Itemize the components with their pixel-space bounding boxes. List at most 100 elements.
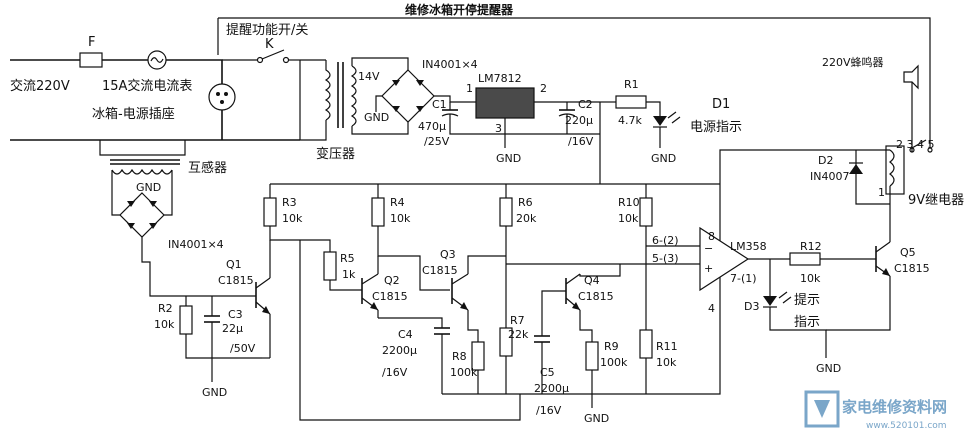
- ct-label: 互感器: [188, 160, 227, 176]
- r2-resistor: [179, 305, 193, 335]
- gnd-bridge1: GND: [364, 111, 389, 124]
- r11-val: 10k: [656, 356, 677, 369]
- lm358-opamp: − +: [699, 226, 750, 292]
- r10-resistor: [639, 197, 653, 227]
- r7-name: R7: [510, 314, 525, 327]
- r7-val: 22k: [508, 328, 529, 341]
- c3-val1: 22µ: [222, 322, 243, 335]
- r6-val: 20k: [516, 212, 537, 225]
- d3-desc1: 提示: [794, 292, 820, 308]
- socket-symbol: [208, 83, 236, 111]
- r3-val: 10k: [282, 212, 303, 225]
- switch-k-contact2: [282, 56, 290, 64]
- power-transformer: [324, 60, 357, 128]
- r11-name: R11: [656, 340, 678, 353]
- r4-name: R4: [390, 196, 405, 209]
- gnd-reg: GND: [496, 152, 521, 165]
- c4-val2: /16V: [382, 366, 408, 379]
- switch-k-label: K: [265, 37, 274, 52]
- svg-text:−: −: [704, 242, 713, 255]
- reg-label: LM7812: [478, 72, 522, 85]
- fuse-label: F: [88, 35, 95, 50]
- diagram-title: 维修冰箱开停提醒器: [405, 2, 514, 17]
- d3-desc2: 指示: [794, 315, 820, 330]
- d2-diode: [849, 164, 863, 174]
- r11-resistor: [639, 329, 653, 359]
- q2-val: C1815: [372, 290, 408, 303]
- gnd-d1: GND: [651, 152, 676, 165]
- bridge2-label: IN4001×4: [168, 238, 224, 251]
- q1-val: C1815: [218, 274, 254, 287]
- q3-val: C1815: [422, 264, 458, 277]
- d2-name: D2: [818, 154, 833, 167]
- relay-9v: [880, 139, 933, 204]
- transformer-label: 变压器: [316, 146, 355, 162]
- r6-name: R6: [518, 196, 533, 209]
- r1-val: 4.7k: [618, 114, 642, 127]
- buzzer-220v: [903, 64, 919, 90]
- opamp-pin5: 5-(3): [652, 252, 679, 265]
- watermark-logo-icon: [804, 390, 840, 428]
- bridge1-label: IN4001×4: [422, 58, 478, 71]
- reg-pin3: 3: [495, 122, 502, 135]
- r10-name: R10: [618, 196, 640, 209]
- r6-resistor: [499, 197, 513, 227]
- c5-val1: 2200µ: [534, 382, 569, 395]
- svg-text:+: +: [704, 262, 713, 275]
- r3-name: R3: [282, 196, 297, 209]
- q4-name: Q4: [584, 274, 600, 287]
- q2-name: Q2: [384, 274, 400, 287]
- q1-transistor: [250, 277, 271, 315]
- d3-name: D3: [744, 300, 759, 313]
- q5-name: Q5: [900, 246, 916, 259]
- top-wire: [218, 17, 931, 150]
- r4-val: 10k: [390, 212, 411, 225]
- r1-name: R1: [624, 78, 639, 91]
- q5-transistor: [874, 241, 891, 277]
- c1-val1: 470µ: [418, 120, 446, 133]
- ammeter-label: 15A交流电流表: [102, 78, 192, 94]
- r5-resistor: [323, 251, 337, 281]
- bridge-rectifier-2: [119, 192, 165, 238]
- r9-name: R9: [604, 340, 619, 353]
- opamp-pin6: 6-(2): [652, 234, 679, 247]
- r9-resistor: [585, 341, 599, 371]
- reg-pin2: 2: [540, 82, 547, 95]
- r4-resistor: [371, 197, 385, 227]
- c2-val1: 220µ: [565, 114, 593, 127]
- c4-name: C4: [398, 328, 413, 341]
- lm7812-regulator: [475, 87, 535, 119]
- q2-transistor: [361, 273, 379, 311]
- bridge-rectifier-1: [381, 69, 435, 123]
- c2-val2: /16V: [568, 135, 594, 148]
- r1-resistor: [615, 95, 647, 109]
- fuse-f: [79, 52, 103, 68]
- switch-k-contact1: [256, 56, 264, 64]
- d1-name: D1: [712, 97, 730, 112]
- c4-val1: 2200µ: [382, 344, 417, 357]
- c3-name: C3: [228, 308, 243, 321]
- r2-val: 10k: [154, 318, 175, 331]
- buzzer-label: 220V蜂鸣器: [822, 55, 884, 69]
- r3-resistor: [263, 197, 277, 227]
- gnd-c3: GND: [202, 386, 227, 399]
- opamp-pin7: 7-(1): [730, 272, 757, 285]
- current-transformer: [110, 159, 180, 175]
- q1-name: Q1: [226, 258, 242, 271]
- r9-val: 100k: [600, 356, 628, 369]
- q5-val: C1815: [894, 262, 930, 275]
- c2-name: C2: [578, 98, 593, 111]
- opamp-label: LM358: [730, 240, 767, 253]
- q4-val: C1815: [578, 290, 614, 303]
- watermark-url: www.520101.com: [866, 421, 947, 431]
- c1-name: C1: [432, 98, 447, 111]
- transformer-sec-label: 14V: [358, 70, 380, 83]
- c5-name: C5: [540, 366, 555, 379]
- d2-val: IN4007: [810, 170, 849, 183]
- r5-name: R5: [340, 252, 355, 265]
- ac-input-label: 交流220V: [10, 78, 70, 94]
- c1-val2: /25V: [424, 135, 450, 148]
- socket-label: 冰箱-电源插座: [92, 106, 175, 122]
- r8-name: R8: [452, 350, 467, 363]
